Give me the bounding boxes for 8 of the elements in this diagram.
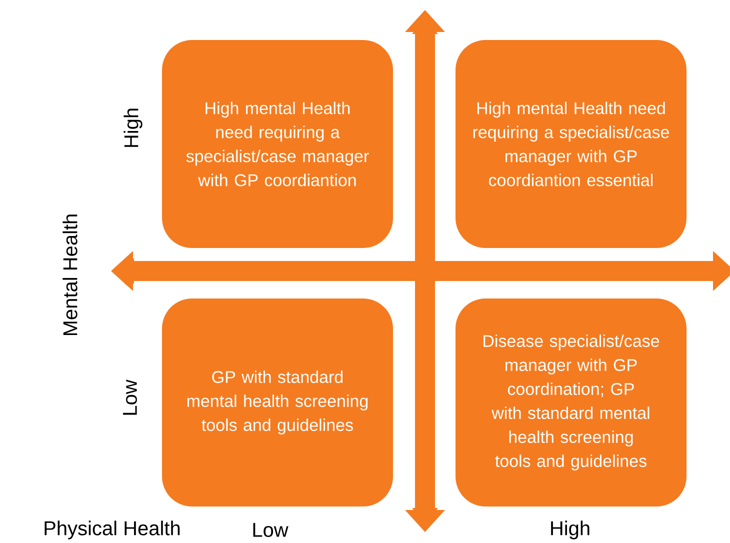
axis-title: Mental Health	[62, 214, 78, 336]
quadrant-box: High mental Health need requiring a specialist/case manager with GP coordiantion essential	[456, 40, 686, 248]
quadrant-box: High mental Health need requiring a specialist/case manager with GP coordiantion	[162, 40, 393, 248]
axis-title: Physical Health	[44, 520, 180, 540]
quadrant-box: GP with standard mental health screening tools and guidelines	[162, 298, 393, 506]
axis-label: Low	[123, 380, 137, 415]
quadrant-box: Disease specialist/case manager with GP coordination; GP with standard mental health screening tools and guidelines	[456, 298, 686, 506]
axis-label: High	[124, 108, 142, 147]
